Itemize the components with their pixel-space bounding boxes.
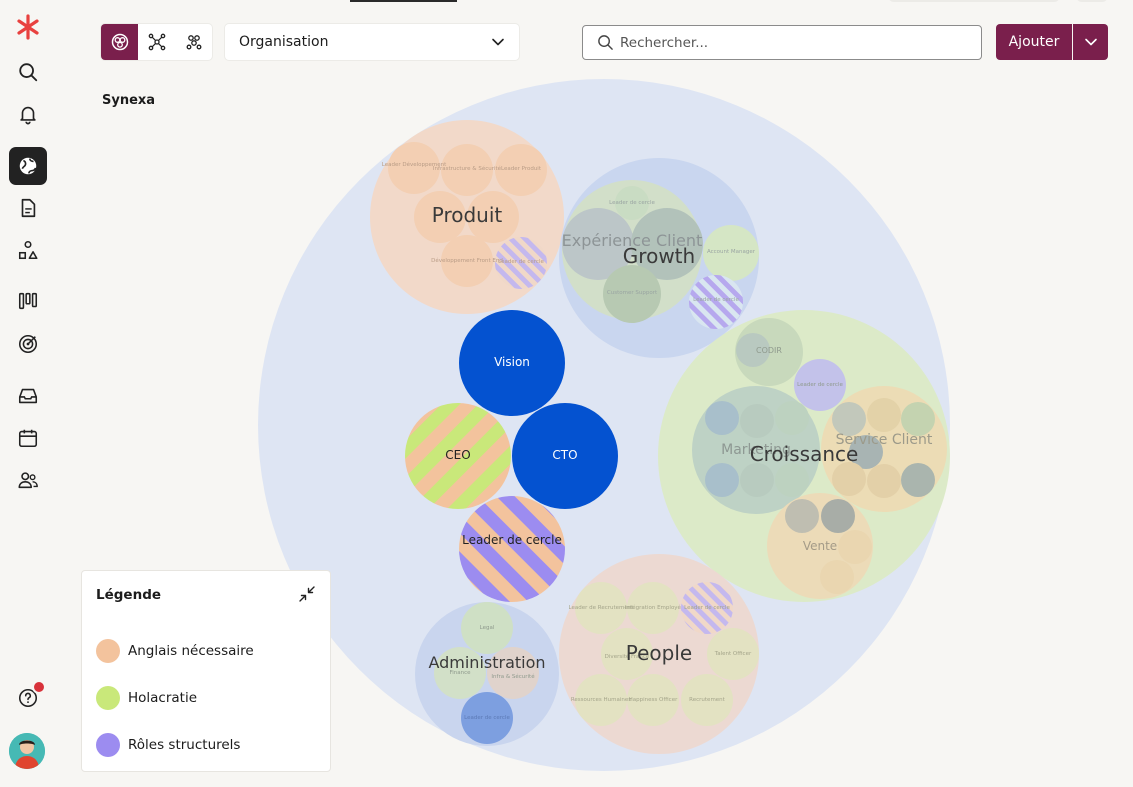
circle-label-administration: Administration xyxy=(428,653,545,672)
circle-administration[interactable] xyxy=(415,602,559,746)
role-label-exp-1: Customer Support xyxy=(607,290,658,296)
roles-icon[interactable] xyxy=(9,231,47,269)
add-dropdown-button[interactable] xyxy=(1073,24,1108,60)
legend-label: Anglais nécessaire xyxy=(128,643,254,659)
role-label-people-1: Leader de Recrutement xyxy=(569,605,635,611)
globe-icon[interactable] xyxy=(9,147,47,185)
circle-label-growth: Growth xyxy=(623,244,695,268)
collapse-icon[interactable] xyxy=(298,585,316,603)
legend-color-swatch xyxy=(96,686,120,710)
role-label-produit-2: Infrastructure & Sécurité xyxy=(433,165,502,172)
circle-label-croissance: Croissance xyxy=(750,442,859,466)
role-label-admin-3: Infra & Sécurité xyxy=(491,673,535,680)
circle-croissance[interactable] xyxy=(658,310,950,602)
role-label-croissance-2: Leader de cercle xyxy=(797,382,843,388)
circle-label-service-client: Service Client xyxy=(836,432,933,448)
top-ghost-button xyxy=(888,0,1060,2)
help-icon[interactable] xyxy=(9,679,47,717)
cluster-view-icon xyxy=(186,35,201,50)
circle-growth[interactable] xyxy=(559,158,759,358)
role-label-admin-4: Leader de cercle xyxy=(464,715,510,721)
sidebar xyxy=(0,0,56,787)
circle-produit[interactable] xyxy=(370,120,564,314)
circle-leader-de-cercle[interactable] xyxy=(459,496,565,602)
circle-label-marketing: Marketing xyxy=(721,442,791,458)
legend-panel: Légende Anglais nécessaire Holacratie Rô… xyxy=(81,570,331,772)
role-label-produit-3: Leader Produit xyxy=(501,166,542,172)
top-ghost-button-2 xyxy=(1076,0,1108,2)
bell-icon[interactable] xyxy=(9,95,47,133)
legend-item-holacratie: Holacratie xyxy=(96,686,197,710)
active-tab-indicator xyxy=(350,0,457,2)
graph-view-button[interactable] xyxy=(138,24,175,60)
role-label-people-2: Intégration Employé xyxy=(625,604,682,611)
legend-color-swatch xyxy=(96,733,120,757)
chevron-down-icon xyxy=(1084,38,1097,46)
circle-label-leader-de-cercle: Leader de cercle xyxy=(462,533,562,547)
role-label-produit-1: Leader Développement xyxy=(382,161,447,168)
role-label-people-3: Leader de cercle xyxy=(684,605,730,611)
circle-label-experience-client: Expérience Client xyxy=(562,231,703,250)
circle-people[interactable] xyxy=(559,554,759,754)
circle-label-experience-client-text: Expérience Client xyxy=(562,231,703,250)
organisation-select-value: Organisation xyxy=(239,34,329,50)
role-label-people-5: Talent Officer xyxy=(714,651,752,657)
role-label-produit-5: Leader de cercle xyxy=(498,259,544,265)
role-label-growth-2: Leader de cercle xyxy=(693,297,739,303)
circle-cto[interactable] xyxy=(512,403,618,509)
search-icon xyxy=(598,35,613,50)
legend-color-swatch xyxy=(96,639,120,663)
circle-label-ceo: CEO xyxy=(445,448,470,462)
search-input[interactable] xyxy=(620,34,960,51)
role-label-people-6: Ressources Humaines xyxy=(571,697,631,703)
organisation-name: Synexa xyxy=(102,93,156,108)
legend-item-structurel: Rôles structurels xyxy=(96,733,240,757)
kanban-icon[interactable] xyxy=(9,282,47,320)
circle-label-vente: Vente xyxy=(803,539,837,553)
role-label-exp-2: Leader de cercle xyxy=(609,200,655,206)
graph-view-icon xyxy=(148,33,165,51)
users-icon[interactable] xyxy=(9,461,47,499)
cluster-view-button[interactable] xyxy=(175,24,212,60)
chevron-down-icon xyxy=(492,38,504,46)
circle-label-cto: CTO xyxy=(552,448,577,462)
search-box xyxy=(582,25,982,60)
organisation-select[interactable]: Organisation xyxy=(225,24,519,60)
circle-ceo[interactable] xyxy=(405,403,511,509)
avatar[interactable] xyxy=(9,733,45,769)
role-label-croissance-1: CODIR xyxy=(756,346,782,355)
role-label-admin-2: Finance xyxy=(449,670,471,676)
circle-label-people: People xyxy=(626,641,692,665)
legend-item-anglais: Anglais nécessaire xyxy=(96,639,254,663)
circles-view-icon xyxy=(111,33,128,51)
role-label-people-8: Recrutement xyxy=(689,697,725,703)
circle-vision[interactable] xyxy=(459,310,565,416)
notification-badge xyxy=(32,680,46,694)
circle-label-vision: Vision xyxy=(494,355,530,369)
role-label-growth-1: Account Manager xyxy=(707,249,756,255)
logo-icon[interactable] xyxy=(16,14,40,40)
search-icon[interactable] xyxy=(9,53,47,91)
document-icon[interactable] xyxy=(9,189,47,227)
inbox-icon[interactable] xyxy=(9,377,47,415)
role-label-admin-1: Legal xyxy=(480,625,495,631)
legend-label: Holacratie xyxy=(128,690,198,706)
legend-title: Légende xyxy=(96,587,162,603)
role-label-produit-4: Développement Front End xyxy=(431,257,503,264)
view-mode-toggle xyxy=(101,24,212,60)
circle-label-produit: Produit xyxy=(432,203,503,227)
role-label-people-4: Diversité France xyxy=(605,653,650,660)
role-label-people-7: Happiness Officer xyxy=(629,697,678,703)
calendar-icon[interactable] xyxy=(9,419,47,457)
target-icon[interactable] xyxy=(9,325,47,363)
add-button[interactable]: Ajouter xyxy=(996,24,1072,60)
circles-view-button[interactable] xyxy=(101,24,138,60)
legend-label: Rôles structurels xyxy=(128,737,241,753)
